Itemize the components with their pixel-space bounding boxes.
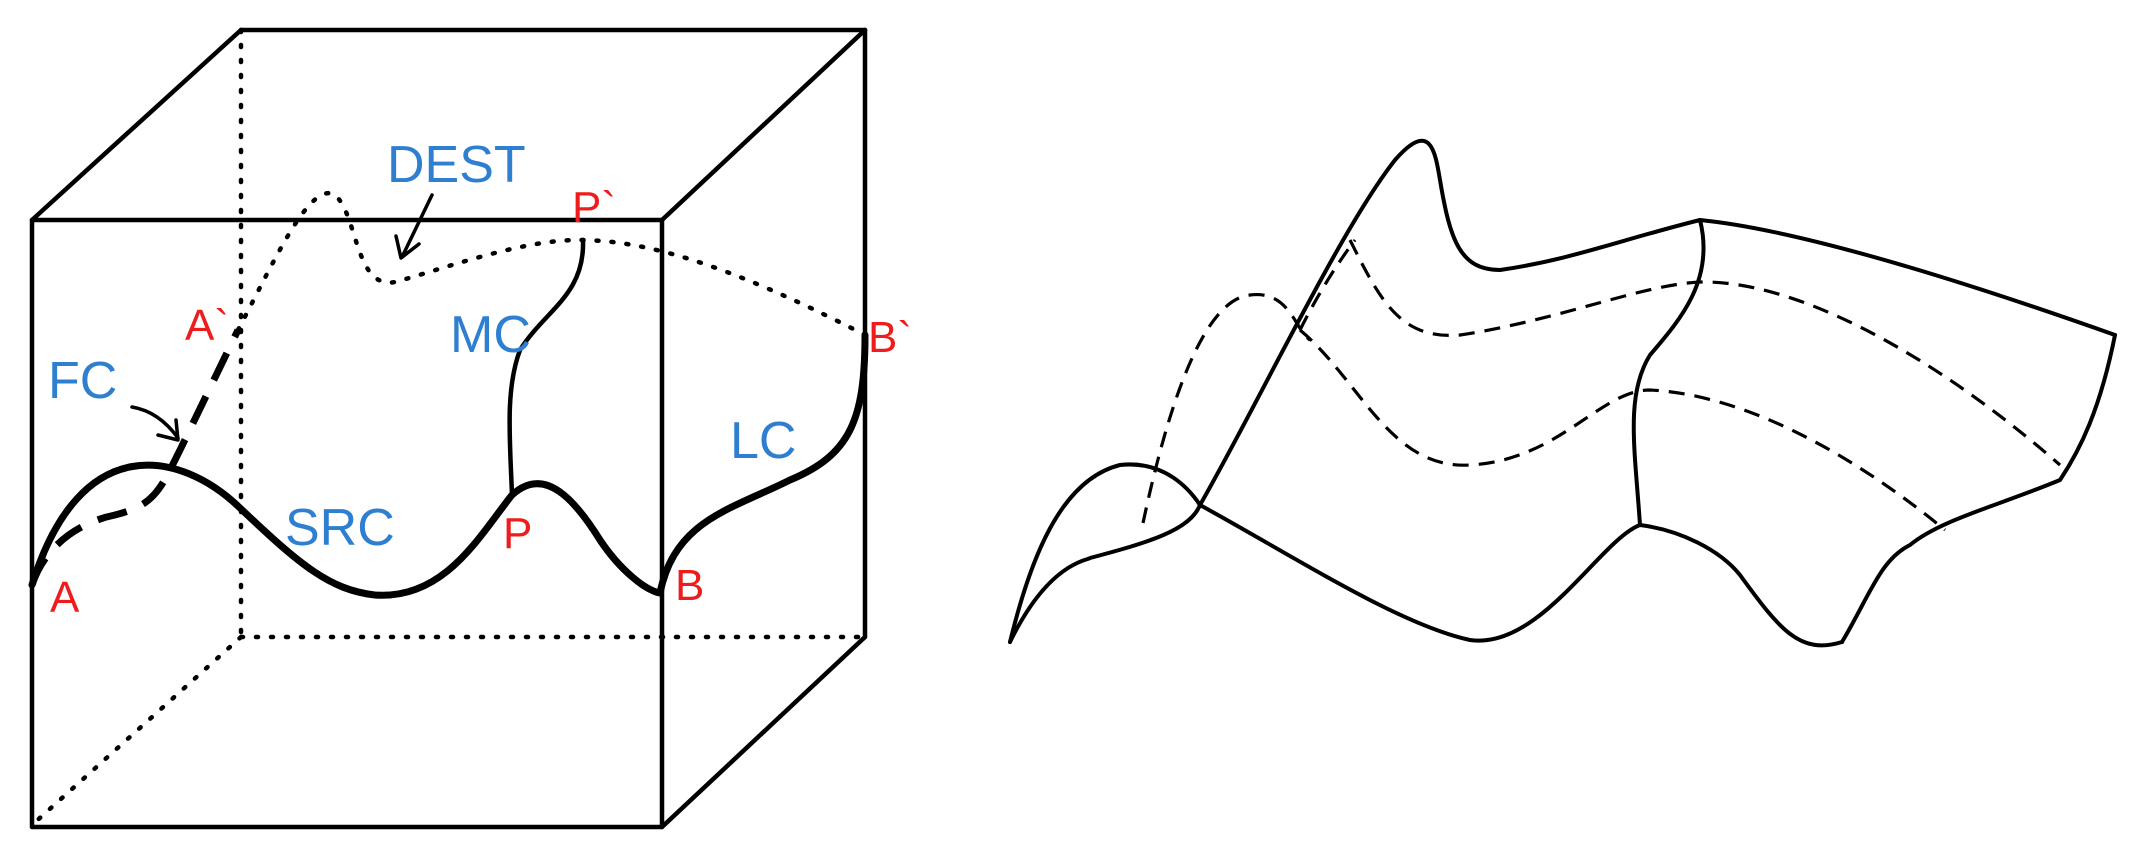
hidden-edge-bottom-left: [29, 634, 244, 828]
surface-iso-curve-4: [1298, 239, 1357, 331]
mc-curve: [507, 237, 586, 498]
src-curve: [28, 461, 664, 599]
lofted-surface: [1008, 138, 2117, 648]
src-label: SRC: [285, 499, 395, 557]
surface-iso-curve-1: [1141, 293, 1312, 524]
point-p-label: P: [503, 509, 532, 558]
surface-iso-curve-3: [1298, 328, 1947, 532]
point-a-prime-label: A`: [185, 301, 229, 350]
cube-top-left-edge: [29, 27, 244, 223]
cube-hidden-edges: [29, 27, 868, 828]
dest-pointer-arrow: [394, 193, 434, 260]
point-p-prime-label: P`: [572, 183, 616, 232]
cube-front-face: [29, 217, 665, 830]
fc-pointer-arrow: [130, 405, 180, 442]
point-b-label: B: [675, 561, 704, 610]
lc-curve: [656, 331, 869, 597]
dest-curve: [235, 190, 868, 338]
surface-left-edge: [1008, 462, 1202, 644]
mc-label: MC: [450, 306, 531, 364]
surface-back-edge: [1698, 218, 2117, 337]
surface-right-edge: [1840, 333, 2117, 644]
point-a-label: A: [50, 573, 80, 622]
surface-front-edge: [1008, 503, 1844, 648]
fc-label: FC: [48, 352, 117, 410]
surface-left-ridge: [1198, 138, 1702, 507]
cube-top-right-edge: [659, 27, 868, 223]
lc-label: LC: [730, 412, 796, 470]
fc-curve: [28, 328, 242, 587]
cube-bottom-right-edge: [659, 634, 868, 830]
dest-label: DEST: [387, 136, 526, 194]
point-b-prime-label: B`: [868, 313, 912, 362]
cube-diagram: DEST MC FC LC SRC A` P` B` A P B: [28, 27, 912, 830]
surface-iso-curve-2: [1348, 239, 2062, 467]
cube-visible-edges: [29, 27, 868, 830]
surface-middle-section: [1631, 218, 1706, 527]
